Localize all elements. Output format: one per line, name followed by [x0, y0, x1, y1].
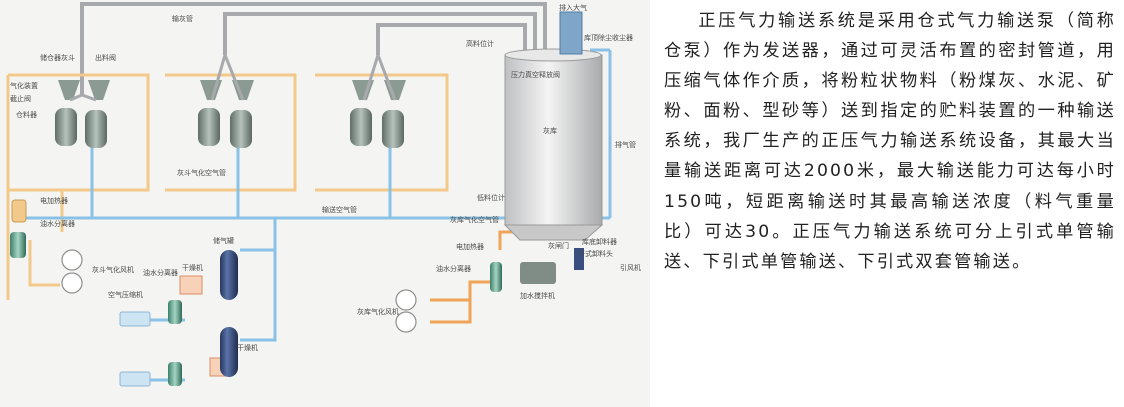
label-air-tank: 储气罐: [213, 236, 234, 245]
label-level-high: 高料位计: [466, 39, 494, 48]
hopper-aeration-pipes: [6, 73, 449, 300]
bin-pump-group-3: [350, 50, 406, 148]
process-flow-diagram: 排入大气 库顶除尘收尘器 输灰管 储仓器灰斗 出料阀 气化装置 截止阀 仓料器 …: [6, 2, 641, 387]
pneumatic-conveying-system-diagram: 排入大气 库顶除尘收尘器 输灰管 储仓器灰斗 出料阀 气化装置 截止阀 仓料器 …: [0, 0, 650, 407]
label-bag-filter: 库顶除尘收尘器: [584, 33, 633, 42]
label-dry-unloader: 干式卸料头: [578, 249, 613, 258]
label-separator-2: 油水分离器: [143, 268, 178, 277]
label-heater-2: 电加热器: [456, 242, 484, 251]
label-compressor: 空气压缩机: [108, 290, 143, 299]
label-silo-fan: 灰库气化风机: [357, 307, 399, 316]
label-induced-fan: 引风机: [620, 263, 641, 272]
label-dryer-1: 干燥机: [182, 263, 203, 272]
label-hopper-aeration: 灰斗气化空气管: [177, 168, 226, 177]
air-compressors: [119, 311, 151, 387]
label-silo-aeration: 灰库气化空气管: [450, 215, 499, 224]
diagram-labels: 排入大气 库顶除尘收尘器 输灰管 储仓器灰斗 出料阀 气化装置 截止阀 仓料器 …: [10, 3, 641, 352]
label-delivery-air: 输送空气管: [322, 205, 357, 214]
bin-pump-group-1: [55, 80, 110, 148]
label-level-low: 低料位计: [477, 193, 505, 202]
label-separator-3: 油水分离器: [436, 264, 471, 273]
label-exhaust: 排入大气: [559, 3, 587, 12]
label-stop-valve: 截止阀: [10, 94, 31, 103]
ash-conveying-pipes: [80, 2, 547, 95]
fans: [61, 249, 417, 333]
silo-bottom-equipment: [490, 248, 584, 292]
label-exhaust-pipe: 排气管: [615, 140, 636, 149]
label-heater-1: 电加热器: [40, 196, 68, 205]
label-bulk-loader: 库底卸料器: [582, 237, 617, 246]
label-separator-1: 油水分离器: [40, 219, 75, 228]
bin-pump-group-2: [198, 50, 254, 148]
label-gas-inlet: 气化装置: [10, 81, 38, 90]
label-relief-valve: 压力真空释放阀: [511, 70, 560, 79]
ash-silo: [503, 11, 604, 241]
air-tanks: [220, 250, 238, 377]
label-conveying-pipe: 输灰管: [172, 14, 193, 23]
label-feeder: 仓料器: [16, 110, 37, 119]
label-outlet-valve: 出料阀: [95, 53, 116, 62]
system-description-text: 正压气力输送系统是采用仓式气力输送泵（简称仓泵）作为发送器，通过可灵活布置的密封…: [664, 11, 1116, 272]
label-hopper-fan: 灰斗气化风机: [92, 265, 134, 274]
label-ash-silo: 灰库: [543, 126, 557, 135]
label-mixer: 加水搅拌机: [520, 291, 555, 300]
label-dryer-2: 干燥机: [237, 343, 258, 352]
label-bin-pump: 储仓器灰斗: [40, 53, 75, 62]
label-ash-valve: 灰闸门: [548, 241, 569, 250]
